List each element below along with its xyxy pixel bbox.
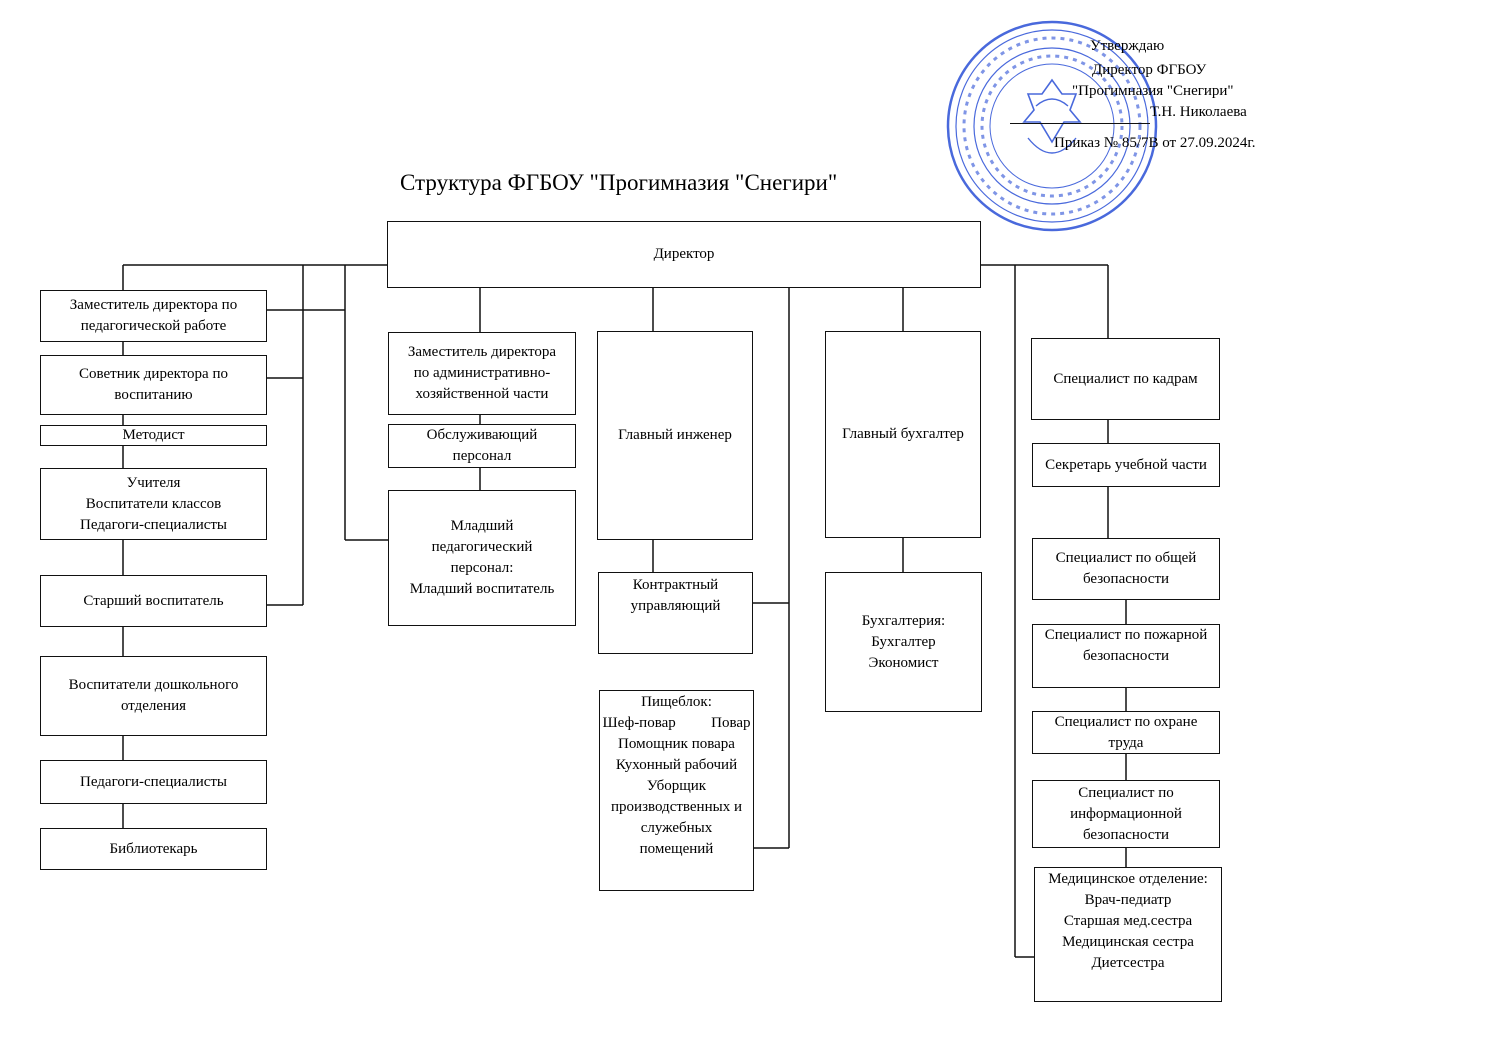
accounting-box: Бухгалтерия: Бухгалтер Экономист [825, 572, 982, 712]
fire-safety-label: Специалист по пожарной безопасности [1044, 627, 1208, 664]
teachers-label: Учителя Воспитатели классов Педагоги-спе… [79, 474, 228, 533]
general-safety-label: Специалист по общей безопасности [1055, 550, 1197, 587]
senior-educator-label: Старший воспитатель [83, 592, 224, 609]
canteen-chef-row: Шеф-повар Повар [603, 713, 751, 734]
contract-manager-box: Контрактный управляющий [598, 572, 753, 654]
approval-signer: Т.Н. Николаева [1150, 104, 1247, 120]
advisor-box: Советник директора по воспитанию [40, 355, 267, 415]
canteen-cook: Повар [711, 715, 751, 731]
info-security-box: Специалист по информационной безопасност… [1032, 780, 1220, 848]
methodist-box: Методист [40, 425, 267, 446]
junior-staff-label: Младший педагогический персонал: Младший… [409, 518, 555, 597]
fire-safety-box: Специалист по пожарной безопасности [1032, 624, 1220, 688]
librarian-label: Библиотекарь [109, 840, 198, 857]
canteen-title: Пищеблок: [641, 694, 712, 710]
advisor-label: Советник директора по воспитанию [78, 366, 228, 403]
junior-staff-box: Младший педагогический персонал: Младший… [388, 490, 576, 626]
accounting-label: Бухгалтерия: Бухгалтер Экономист [861, 612, 946, 671]
approval-position: Директор ФГБОУ [1092, 62, 1207, 78]
official-seal-stamp [946, 20, 1158, 232]
service-staff-label: Обслуживающий персонал [426, 427, 538, 464]
medical-label: Медицинское отделение: Врач-педиатр Стар… [1048, 871, 1208, 971]
librarian-box: Библиотекарь [40, 828, 267, 870]
info-security-label: Специалист по информационной безопасност… [1070, 784, 1182, 843]
chief-accountant-label: Главный бухгалтер [842, 426, 964, 442]
approval-order: Приказ № 85/7В от 27.09.2024г. [1054, 135, 1256, 151]
chief-engineer-box: Главный инженер [597, 331, 753, 540]
approval-label: Утверждаю [1090, 38, 1165, 54]
methodist-label: Методист [122, 427, 185, 443]
secretary-label: Секретарь учебной части [1045, 456, 1207, 473]
service-staff-box: Обслуживающий персонал [388, 424, 576, 468]
medical-box: Медицинское отделение: Врач-педиатр Стар… [1034, 867, 1222, 1002]
director-box: Директор [387, 221, 981, 288]
hr-box: Специалист по кадрам [1031, 338, 1220, 420]
teachers-box: Учителя Воспитатели классов Педагоги-спе… [40, 468, 267, 540]
deputy-admin-label: Заместитель директора по административно… [407, 344, 557, 402]
chief-engineer-label: Главный инженер [618, 427, 732, 443]
labor-safety-box: Специалист по охране труда [1032, 711, 1220, 754]
chief-accountant-box: Главный бухгалтер [825, 331, 981, 538]
contract-manager-label: Контрактный управляющий [630, 577, 721, 614]
senior-educator-box: Старший воспитатель [40, 575, 267, 627]
page-title: Структура ФГБОУ "Прогимназия "Снегири" [400, 170, 838, 195]
deputy-ped-label: Заместитель директора по педагогической … [69, 297, 238, 334]
canteen-box: Пищеблок: Шеф-повар Повар Помощник повар… [599, 690, 754, 891]
signature-line [1010, 123, 1150, 124]
canteen-chef: Шеф-повар [602, 715, 676, 731]
general-safety-box: Специалист по общей безопасности [1032, 538, 1220, 600]
deputy-admin-box: Заместитель директора по административно… [388, 332, 576, 415]
approval-institution: "Прогимназия "Снегири" [1072, 83, 1234, 99]
deputy-ped-box: Заместитель директора по педагогической … [40, 290, 267, 342]
secretary-box: Секретарь учебной части [1032, 443, 1220, 487]
hr-label: Специалист по кадрам [1053, 370, 1198, 387]
preschool-box: Воспитатели дошкольного отделения [40, 656, 267, 736]
director-label: Директор [653, 246, 715, 262]
specialists-box: Педагоги-специалисты [40, 760, 267, 804]
preschool-label: Воспитатели дошкольного отделения [68, 677, 239, 714]
canteen-staff-list: Помощник повара Кухонный рабочий Уборщик… [611, 736, 742, 857]
specialists-label: Педагоги-специалисты [79, 773, 228, 790]
labor-safety-label: Специалист по охране труда [1054, 713, 1198, 751]
